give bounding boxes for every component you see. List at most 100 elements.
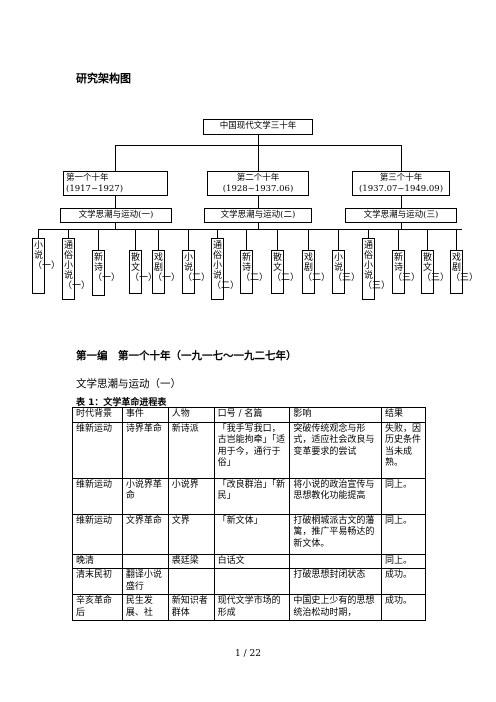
connector xyxy=(135,229,136,250)
table-cell xyxy=(213,568,291,595)
table-cell: 成功。 xyxy=(381,594,426,621)
connector xyxy=(258,145,259,171)
connector xyxy=(368,229,369,238)
connector xyxy=(115,196,116,208)
table-cell: 小说界 xyxy=(167,477,215,515)
connector xyxy=(158,229,159,250)
table-cell: 突破传统观念与形式，适应社会改良与变革要求的尝试 xyxy=(289,421,383,479)
table-cell: 晚清 xyxy=(72,553,123,569)
table-cell: 诗界革命 xyxy=(121,421,169,479)
connector xyxy=(338,229,339,250)
root-node: 中国现代文学三十年 xyxy=(203,119,313,135)
genre-node: 小说（三） xyxy=(332,250,360,294)
connector xyxy=(258,196,259,208)
connector xyxy=(68,229,69,238)
movement-node-3: 文学思潮与运动(三) xyxy=(345,208,457,223)
table-cell: 新诗派 xyxy=(167,421,215,479)
genre-node: 散文（三） xyxy=(421,250,449,294)
table-cell xyxy=(167,568,215,595)
column-header: 时代背景 xyxy=(72,407,123,423)
table-cell: 失败，因历史条件当未成熟。 xyxy=(381,421,426,479)
connector xyxy=(401,196,402,208)
movement-node-2: 文学思潮与运动(二) xyxy=(204,208,312,223)
column-header: 口号 / 名篇 xyxy=(213,407,291,423)
table-cell: 文界革命 xyxy=(121,513,169,555)
column-header: 事件 xyxy=(121,407,169,423)
table-cell: 文界 xyxy=(167,513,215,555)
genre-node: 新诗（三） xyxy=(392,250,420,294)
connector xyxy=(115,145,116,171)
page-title: 研究架构图 xyxy=(76,72,131,85)
genre-node: 散文（二） xyxy=(271,250,299,294)
table-cell: 新知识者群体 xyxy=(167,594,215,621)
table-cell: 成功。 xyxy=(381,568,426,595)
table-row: 维新运动 文界革命 文界 「新文体」 打破桐城派古文的藩篱，推广平易畅达的新文体… xyxy=(72,513,426,555)
genre-node: 戏剧（三） xyxy=(450,250,478,294)
genre-node: 散文（一） xyxy=(129,250,157,294)
decade-node-3: 第三个十年 (1937.07~1949.09) xyxy=(352,171,450,196)
connector xyxy=(38,229,39,238)
genre-node: 新诗（二） xyxy=(240,250,268,294)
connector xyxy=(427,229,428,250)
genre-node: 通俗小说（三） xyxy=(362,238,390,300)
connector xyxy=(98,229,99,250)
table-cell: 辛亥革命后 xyxy=(72,594,123,621)
table-row: 晚清 裘廷梁 白话文 同上。 xyxy=(72,553,426,569)
table-cell: 同上。 xyxy=(381,553,426,569)
connector xyxy=(277,229,278,250)
genre-node: 小说（一） xyxy=(32,238,60,294)
table-cell: 「我手写我口，古岂能拘牵」「适用于今，通行于俗」 xyxy=(213,421,291,479)
table-cell: 翻译小说盛行 xyxy=(121,568,169,595)
column-header: 人物 xyxy=(167,407,215,423)
table-row: 维新运动 诗界革命 新诗派 「我手写我口，古岂能拘牵」「适用于今，通行于俗」 突… xyxy=(72,421,426,479)
connector xyxy=(246,229,247,250)
connector xyxy=(258,223,259,229)
decade-node-2: 第二个十年 (1928~1937.06) xyxy=(207,171,309,196)
connector xyxy=(115,223,116,229)
connector xyxy=(258,135,259,145)
connector xyxy=(188,229,189,250)
table-cell: 现代文学市场的形成 xyxy=(213,594,291,621)
table-cell: 打破桐城派古文的藩篱，推广平易畅达的新文体。 xyxy=(289,513,383,555)
table-cell: 同上。 xyxy=(381,477,426,515)
genre-node: 小说（二） xyxy=(182,250,210,294)
table-cell: 清末民初 xyxy=(72,568,123,595)
table-cell: 同上。 xyxy=(381,513,426,555)
genre-node: 戏剧（一） xyxy=(152,250,180,294)
table-row: 清末民初 翻译小说盛行 打破思想封闭状态 成功。 xyxy=(72,568,426,595)
connector xyxy=(38,229,462,230)
page-number: 1 / 22 xyxy=(235,649,261,659)
table-cell: 白话文 xyxy=(213,553,291,569)
part-title: 第一编 第一个十年（一九一七～一九二七年） xyxy=(76,350,297,362)
table-cell: 「新文体」 xyxy=(213,513,291,555)
connector xyxy=(398,229,399,250)
connector xyxy=(401,223,402,229)
genre-node: 戏剧（二） xyxy=(302,250,330,294)
table-row: 维新运动 小说界革命 小说界 「改良群治」「新民」 将小说的政治宣传与思想教化功… xyxy=(72,477,426,515)
table-header-row: 时代背景 事件 人物 口号 / 名篇 影响 结果 xyxy=(72,407,426,423)
connector xyxy=(456,229,457,250)
connector xyxy=(401,145,402,171)
table-cell: 「改良群治」「新民」 xyxy=(213,477,291,515)
table-cell: 维新运动 xyxy=(72,477,123,515)
table-cell: 民生发展、社 xyxy=(121,594,169,621)
table-cell xyxy=(121,553,169,569)
table-cell: 裘廷梁 xyxy=(167,553,215,569)
table-cell: 维新运动 xyxy=(72,421,123,479)
table-cell: 中国史上少有的思想统治松动时期， xyxy=(289,594,383,621)
genre-node: 通俗小说（一） xyxy=(62,238,90,300)
connector xyxy=(217,229,218,238)
genre-node: 通俗小说（二） xyxy=(211,238,239,300)
connector xyxy=(308,229,309,250)
movement-node-1: 文学思潮与运动(一) xyxy=(60,208,172,223)
section-title: 文学思潮与运动（一） xyxy=(76,378,181,390)
table-cell: 小说界革命 xyxy=(121,477,169,515)
revolution-table: 时代背景 事件 人物 口号 / 名篇 影响 结果 维新运动 诗界革命 新诗派 「… xyxy=(72,407,426,621)
genre-node: 新诗（一） xyxy=(92,250,120,296)
table-cell xyxy=(289,553,383,569)
table-cell: 打破思想封闭状态 xyxy=(289,568,383,595)
table-cell: 维新运动 xyxy=(72,513,123,555)
column-header: 影响 xyxy=(289,407,383,423)
table-cell: 将小说的政治宣传与思想教化功能提高 xyxy=(289,477,383,515)
table-row: 辛亥革命后 民生发展、社 新知识者群体 现代文学市场的形成 中国史上少有的思想统… xyxy=(72,594,426,621)
